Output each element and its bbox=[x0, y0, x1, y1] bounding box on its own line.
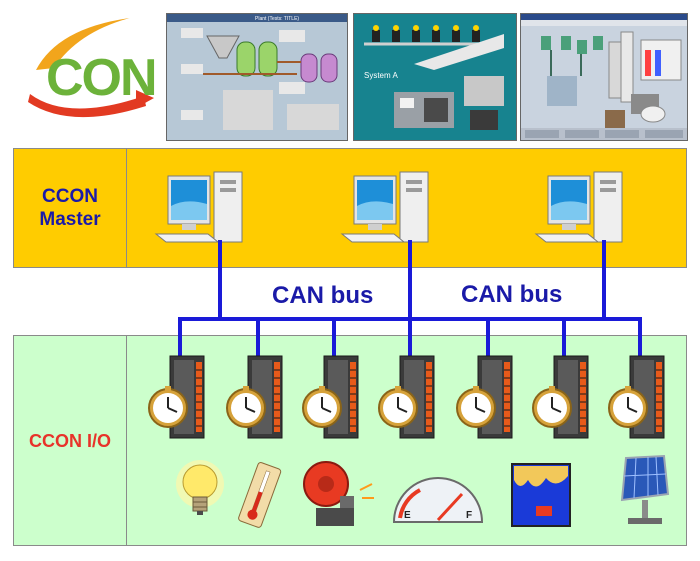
io-module-6 bbox=[532, 355, 589, 439]
io-divider bbox=[126, 336, 127, 545]
tank-process-screenshot bbox=[520, 13, 688, 141]
solar-panel-icon bbox=[620, 454, 670, 524]
alarm-bell-icon bbox=[303, 461, 374, 526]
shot1-title: Plant (Tests: TITLE) bbox=[255, 16, 299, 22]
shot2-title: System A bbox=[364, 71, 398, 80]
can-bus-label-left: CAN bus bbox=[272, 282, 374, 309]
logo-text: CON bbox=[46, 49, 158, 107]
ccon-io-label: CCON I/O bbox=[28, 431, 111, 451]
io-module-1 bbox=[148, 355, 205, 439]
svg-text:F: F bbox=[466, 510, 472, 521]
master-pc-1 bbox=[155, 171, 243, 243]
can-bus-label-right: CAN bus bbox=[461, 281, 563, 308]
master-pc-2 bbox=[341, 171, 429, 243]
ccon-master-label: CCON Master bbox=[14, 185, 126, 231]
master-divider bbox=[126, 149, 127, 267]
scada-plant-screenshot: Plant (Tests: TITLE) bbox=[166, 13, 348, 141]
thermometer-icon bbox=[238, 462, 282, 528]
svg-text:E: E bbox=[404, 510, 411, 521]
io-module-2 bbox=[226, 355, 283, 439]
io-module-5 bbox=[456, 355, 513, 439]
io-module-3 bbox=[302, 355, 359, 439]
fuel-gauge-icon: E F bbox=[392, 477, 484, 523]
ccon-logo: CON bbox=[18, 10, 158, 130]
ccon-master-label-line2: Master bbox=[39, 209, 101, 230]
master-pc-3 bbox=[535, 171, 623, 243]
tank-level-icon bbox=[511, 463, 571, 527]
io-module-7 bbox=[608, 355, 665, 439]
ccon-master-label-line1: CCON bbox=[42, 186, 98, 207]
light-bulb-icon bbox=[176, 460, 224, 515]
system-a-screenshot: System A bbox=[353, 13, 517, 141]
can-bus-lines bbox=[178, 240, 642, 362]
io-module-4 bbox=[378, 355, 435, 439]
